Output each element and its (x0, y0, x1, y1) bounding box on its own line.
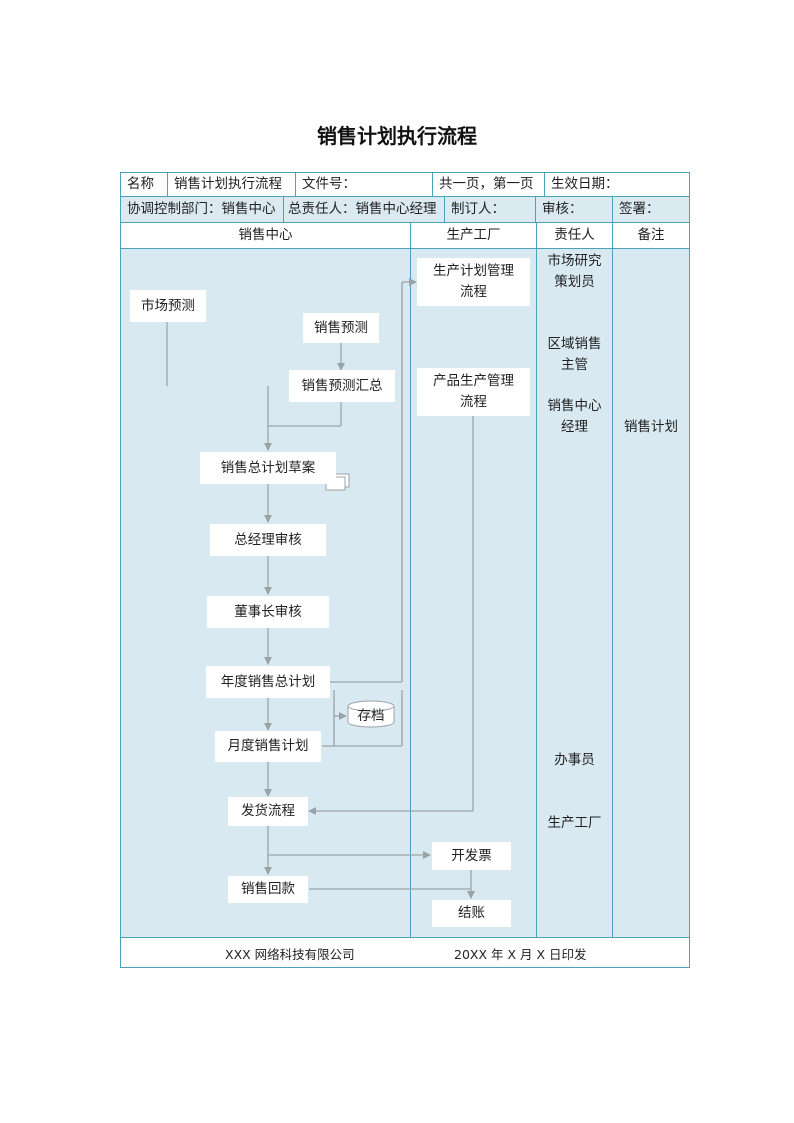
node-invoice: 开发票 (432, 842, 511, 870)
file-number: 文件号： (302, 176, 356, 192)
name-label: 名称 (127, 176, 154, 192)
node-product-production-mgmt: 产品生产管理 流程 (417, 368, 530, 416)
name-value: 销售计划执行流程 (174, 176, 282, 192)
node-chairman-review: 董事长审核 (207, 596, 329, 628)
node-annual-plan: 年度销售总计划 (206, 666, 330, 698)
reviewed-by: 审核： (542, 201, 583, 217)
responsible-factory: 生产工厂 (547, 815, 602, 831)
note-sales-plan: 销售计划 (624, 419, 678, 435)
column-notes: 备注 (637, 227, 665, 243)
footer-date: 20XX 年 X 月 X 日印发 (454, 947, 587, 962)
node-archive: 存档 (357, 708, 385, 724)
node-sales-collection: 销售回款 (228, 876, 308, 903)
chief-owner: 总责任人：销售中心经理 (288, 201, 437, 217)
responsible-clerk: 办事员 (554, 752, 595, 768)
node-gm-review: 总经理审核 (210, 524, 326, 556)
column-sales-center: 销售中心 (238, 227, 293, 243)
node-market-forecast: 市场预测 (130, 290, 206, 322)
footer-company: XXX 网络科技有限公司 (225, 947, 355, 962)
coordinating-dept: 协调控制部门：销售中心 (127, 201, 276, 217)
header-row-2-bg (121, 196, 689, 222)
node-shipping-process: 发货流程 (228, 797, 308, 826)
node-production-plan-mgmt: 生产计划管理 流程 (417, 258, 530, 306)
node-settlement: 结账 (432, 900, 511, 927)
swimlane-area-bg (121, 248, 689, 937)
node-sales-forecast: 销售预测 (303, 313, 379, 343)
effective-date: 生效日期： (551, 176, 619, 192)
node-total-plan-draft: 销售总计划草案 (200, 452, 336, 484)
page-title: 销售计划执行流程 (317, 124, 477, 148)
node-monthly-plan: 月度销售计划 (215, 731, 321, 762)
node-forecast-summary: 销售预测汇总 (289, 370, 395, 402)
column-responsible: 责任人 (554, 227, 595, 243)
archive-cylinder-icon (347, 700, 395, 728)
responsible-sales-manager: 销售中心 经理 (547, 398, 602, 435)
page-count: 共一页，第一页 (439, 176, 534, 192)
column-factory: 生产工厂 (446, 227, 501, 243)
responsible-regional-supervisor: 区域销售 主管 (547, 336, 602, 373)
prepared-by: 制订人： (451, 201, 505, 217)
responsible-market-researcher: 市场研究 策划员 (547, 253, 602, 290)
signed-by: 签署： (619, 201, 660, 217)
